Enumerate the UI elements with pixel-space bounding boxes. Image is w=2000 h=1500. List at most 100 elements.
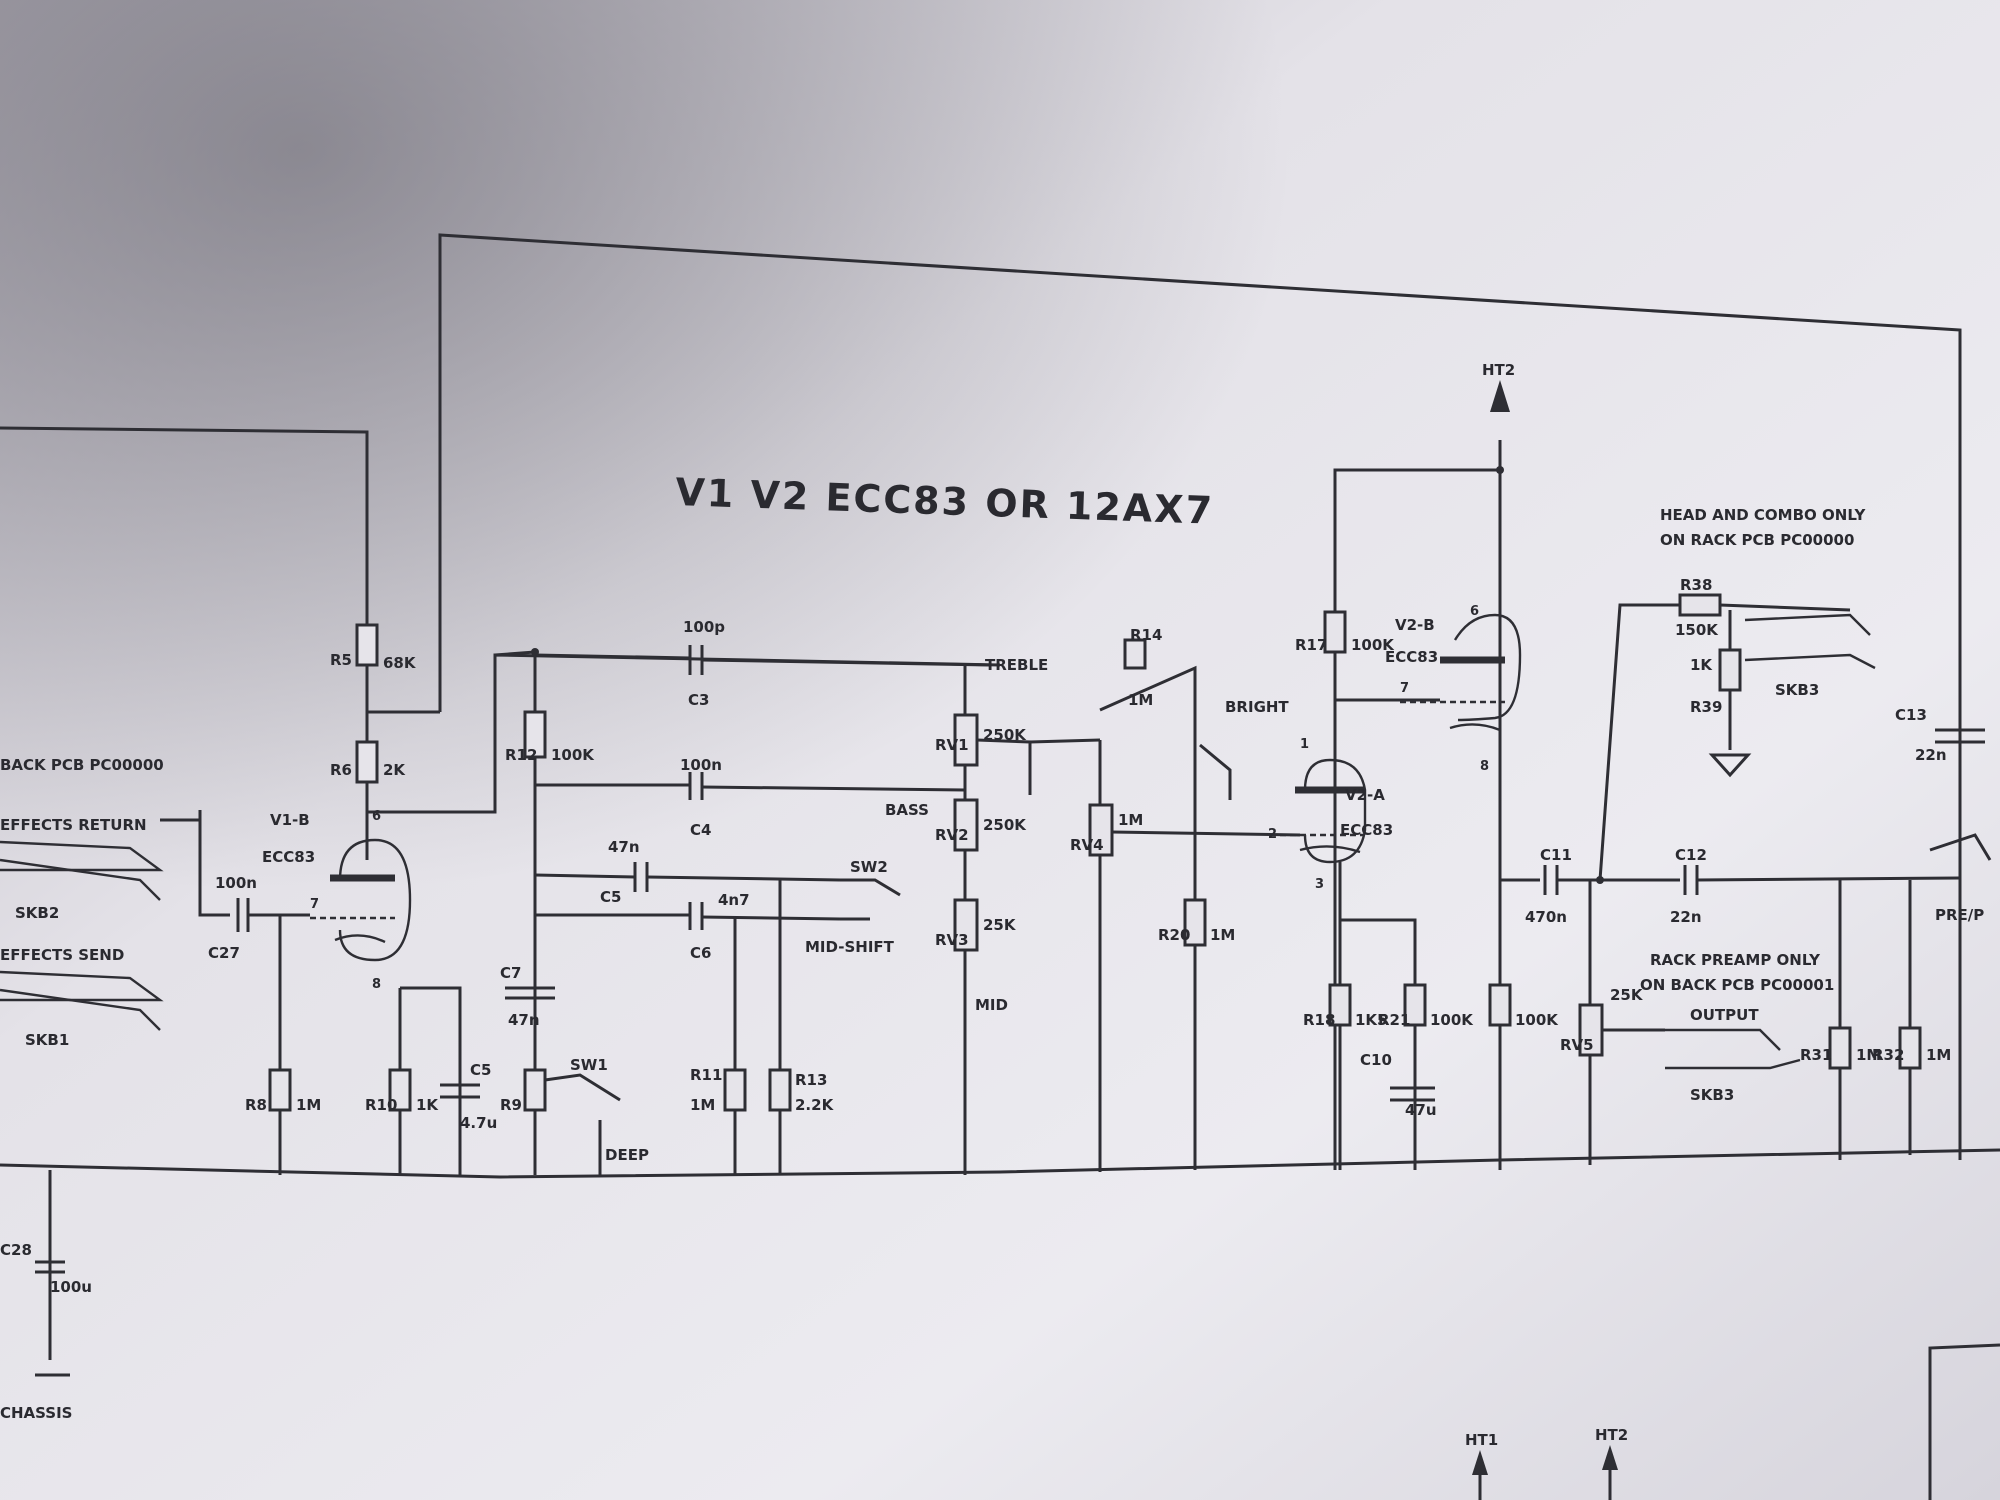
tubes-v1b-pins-2-label: 8 <box>372 977 381 992</box>
pot-bass <box>953 798 979 852</box>
resistors-r32-ref-label: R32 <box>1872 1046 1904 1064</box>
note_rack_preamp-1-label: ON BACK PCB PC00001 <box>1640 976 1834 994</box>
tubes-v2b-pins-1-label: 7 <box>1400 681 1409 696</box>
resistors-r32-value-label: 1M <box>1926 1046 1951 1064</box>
jacks-pre_p-label: PRE/P <box>1935 906 1984 924</box>
capacitors-c6-ref-label: C6 <box>690 944 711 962</box>
resistors-r13-ref-label: R13 <box>795 1071 827 1089</box>
top-loop-wire <box>438 233 1962 1160</box>
circuit-trace <box>840 878 901 897</box>
resistors-r11-ref-label: R11 <box>690 1066 722 1084</box>
resistors-r21-value-label: 100K <box>1430 1011 1474 1029</box>
controls-mid_shift-ref-label: SW2 <box>850 858 888 876</box>
jacks-output-label: OUTPUT <box>1690 1006 1759 1024</box>
circuit-trace <box>1696 876 1961 882</box>
tubes-v2b-type-label: ECC83 <box>1385 648 1438 666</box>
circuit-trace <box>1453 613 1522 722</box>
circuit-trace <box>534 873 636 879</box>
circuit-trace <box>1111 830 1301 837</box>
left_edge-effects_return-label: EFFECTS RETURN <box>0 816 147 834</box>
circuit-trace <box>1928 1343 2000 1500</box>
capacitors-c10-ref-label: C10 <box>1360 1051 1392 1069</box>
resistor-r14 <box>1123 638 1147 670</box>
resistor-r5 <box>355 623 379 667</box>
ht2-arrow-bottom <box>1602 1445 1618 1470</box>
resistor-r6 <box>355 740 379 784</box>
resistors-r20-ref-label: R20 <box>1158 926 1190 944</box>
resistor-r31 <box>1828 1026 1852 1070</box>
resistors-r8-ref-label: R8 <box>245 1096 267 1114</box>
tubes-v2a-name-label: V2-A <box>1345 786 1385 804</box>
resistor-r39 <box>1718 648 1742 692</box>
resistors-r6-value-label: 2K <box>383 761 406 779</box>
tube-v2b <box>1400 613 1522 732</box>
resistors-r10-value-label: 1K <box>416 1096 439 1114</box>
resistors-r39-ref-label: R39 <box>1690 698 1722 716</box>
circuit-trace <box>0 988 161 1031</box>
capacitors-c12-ref-label: C12 <box>1675 846 1707 864</box>
controls-rv5-ref-label: RV5 <box>1560 1036 1594 1054</box>
tubes-v2a-pins-1-label: 2 <box>1268 827 1277 842</box>
resistors-r18-value-label: 1K5 <box>1355 1011 1388 1029</box>
resistor-r32 <box>1898 1026 1922 1070</box>
controls-deep-name-label: DEEP <box>605 1146 649 1164</box>
resistors-r14-value-label: 1M <box>1128 691 1153 709</box>
capacitors-c11-ref-label: C11 <box>1540 846 1572 864</box>
controls-treble-name-label: TREBLE <box>985 656 1048 674</box>
circuit-trace <box>701 785 966 792</box>
resistors-r11-value-label: 1M <box>690 1096 715 1114</box>
tubes-v2b-name-label: V2-B <box>1395 616 1435 634</box>
circuit-trace <box>1598 603 1680 881</box>
resistor-r9 <box>523 1068 547 1112</box>
circuit-trace <box>1665 1028 1781 1051</box>
controls-treble-ref-label: RV1 <box>935 736 969 754</box>
circuit-trace <box>0 840 164 872</box>
resistors-r38-ref-label: R38 <box>1680 576 1712 594</box>
note_head_combo-1-label: ON RACK PCB PC00000 <box>1660 531 1854 549</box>
circuit-trace <box>1099 665 1197 1170</box>
circuit-trace <box>1744 613 1871 636</box>
resistors-r5-ref-label: R5 <box>330 651 352 669</box>
tube-v1b <box>310 838 412 962</box>
circuit-trace <box>646 875 841 882</box>
left_edge-chassis-label: CHASSIS <box>0 1404 73 1422</box>
circuit-trace <box>160 810 202 822</box>
controls-rv4-ref-label: RV4 <box>1070 836 1104 854</box>
resistors-r12-ref-label: R12 <box>505 746 537 764</box>
controls-rv4-value-label: 1M <box>1118 811 1143 829</box>
capacitors-c5b-ref-label: C5 <box>600 888 621 906</box>
resistors-r21-ref-label: R21 <box>1378 1011 1410 1029</box>
note_rack_preamp-0-label: RACK PREAMP ONLY <box>1650 951 1821 969</box>
resistors-r8-value-label: 1M <box>296 1096 321 1114</box>
circuit-trace <box>1665 1058 1801 1070</box>
controls-mid-value-label: 25K <box>983 916 1017 934</box>
circuit-trace <box>1719 603 1851 612</box>
left_edge-c_value-label: 100u <box>50 1278 92 1296</box>
resistor-r8 <box>268 1068 292 1112</box>
left_edge-skb1-label: SKB1 <box>25 1031 69 1049</box>
circuit-trace <box>1199 743 1232 800</box>
resistors-r6-ref-label: R6 <box>330 761 352 779</box>
capacitors-c3-value-label: 100p <box>683 618 725 636</box>
resistor-r20 <box>1183 898 1207 947</box>
resistor-r10 <box>388 1068 412 1112</box>
tubes-v1b-name-label: V1-B <box>270 811 310 829</box>
left-top-wire <box>0 426 369 625</box>
note_head_combo-0-label: HEAD AND COMBO ONLY <box>1660 506 1867 524</box>
rail_labels-ht1_bottom-label: HT1 <box>1465 1431 1498 1449</box>
controls-mid-ref-label: RV3 <box>935 931 969 949</box>
capacitors-c27-value-label: 100n <box>215 874 257 892</box>
tubes-v2a-pins-2-label: 3 <box>1315 877 1324 892</box>
circuit-trace <box>338 838 412 962</box>
capacitors-c5b-value-label: 47n <box>608 838 640 856</box>
ht1-arrow <box>1472 1450 1488 1475</box>
resistors-r20-value-label: 1M <box>1210 926 1235 944</box>
tube-v2a <box>1280 758 1367 864</box>
circuit-trace <box>198 810 230 917</box>
capacitors-c6-value-label: 4n7 <box>718 891 750 909</box>
capacitors-c7-value-label: 47n <box>508 1011 540 1029</box>
tubes-v2b-pins-0-label: 6 <box>1470 604 1479 619</box>
ground-bus <box>0 1148 2000 1179</box>
capacitors-c4-value-label: 100n <box>680 756 722 774</box>
circuit-trace <box>0 858 161 901</box>
